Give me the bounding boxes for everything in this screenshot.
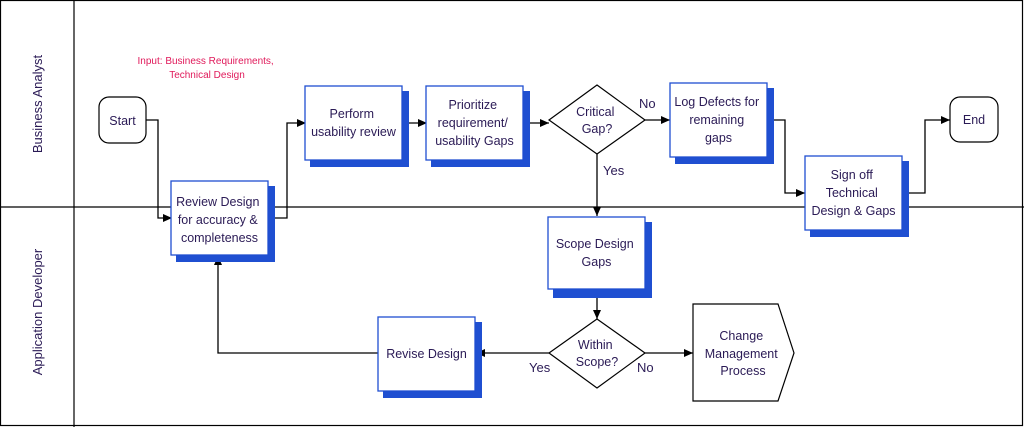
process-log-defects: Log Defects for remaining gaps — [669, 82, 774, 164]
edge-signoff-end — [902, 116, 950, 194]
edge-logdefects-signoff — [767, 119, 805, 197]
edge-label-within-yes: Yes — [529, 360, 551, 375]
process-review-design: Review Design for accuracy & completenes… — [170, 180, 275, 262]
input-note: Input: Business Requirements, Technical … — [138, 56, 277, 81]
edge-label-within-no: No — [637, 360, 654, 375]
svg-text:Change Management: Change Management Process — [705, 329, 781, 378]
svg-text:Prioritize requirement/: Prioritize requirement/ usability Gaps — [435, 98, 514, 148]
decision-critical-gap: Critical Gap? — [547, 84, 647, 155]
svg-text:Review Design for accura: Review Design for accuracy & completenes… — [176, 195, 263, 245]
svg-text:Start: Start — [109, 114, 136, 128]
process-scope-design-gaps: Scope Design Gaps — [547, 216, 652, 298]
lane-label-application-developer: Application Developer — [30, 248, 45, 375]
svg-text:Revise Design: Revise Design — [386, 347, 467, 361]
decision-within-scope: Within Scope? — [547, 318, 647, 389]
svg-text:End: End — [963, 113, 985, 127]
svg-text:Log Defects for remainin: Log Defects for remaining gaps — [674, 95, 762, 145]
edge-label-critical-yes: Yes — [603, 163, 625, 178]
svg-text:Sign off Technical: Sign off Technical Design & Gaps — [811, 168, 895, 218]
end-terminator: End — [949, 96, 999, 143]
process-prioritize: Prioritize requirement/ usability Gaps — [425, 85, 530, 167]
edge-start-review — [146, 119, 172, 222]
process-perform-usability: Perform usability review — [304, 85, 409, 167]
svg-text:Scope Design Gaps: Scope Design Gaps — [556, 237, 637, 269]
start-terminator: Start — [98, 96, 147, 144]
svg-text:Within Scope?: Within Scope? — [576, 338, 618, 369]
edge-review-perform — [268, 119, 306, 219]
process-revise-design: Revise Design — [377, 316, 482, 398]
process-sign-off: Sign off Technical Design & Gaps — [804, 155, 909, 237]
connectors — [146, 116, 950, 357]
change-management-process: Change Management Process — [692, 303, 795, 402]
svg-text:Critical Gap?: Critical Gap? — [576, 105, 618, 136]
svg-text:Perform usability review: Perform usability review — [311, 107, 397, 139]
lane-label-business-analyst: Business Analyst — [30, 54, 45, 153]
edge-revise-review — [214, 256, 378, 354]
edge-label-critical-no: No — [639, 96, 656, 111]
